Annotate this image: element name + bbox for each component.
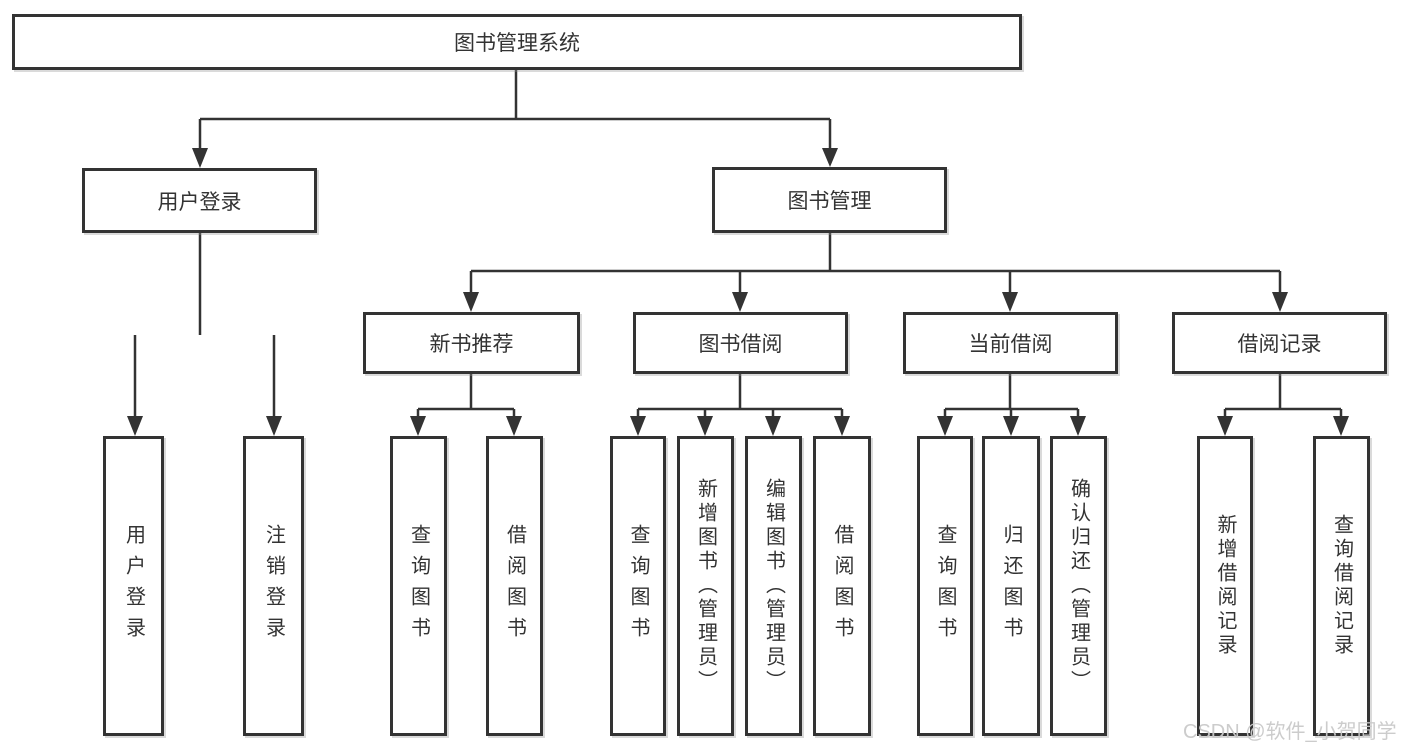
- node-label: 查询图书: [407, 524, 430, 648]
- leaf-add-borrow-record: 新增借阅记录: [1197, 436, 1253, 736]
- leaf-query-books-borrow: 查询图书: [610, 436, 666, 736]
- arrowhead-icon: [834, 416, 850, 436]
- leaf-borrow-books-borrow: 借阅图书: [813, 436, 871, 736]
- node-label: 图书借阅: [698, 333, 783, 356]
- node-current-borrow: 当前借阅: [903, 312, 1118, 374]
- node-book-borrow: 图书借阅: [633, 312, 848, 374]
- csdn-watermark: CSDN @软件_小贺同学: [1183, 721, 1397, 743]
- leaf-add-book-admin: 新增图书（管理员）: [677, 436, 734, 736]
- arrowhead-icon: [127, 416, 143, 436]
- node-label: 新书推荐: [429, 333, 514, 356]
- node-label: 当前借阅: [968, 333, 1053, 356]
- node-library-system: 图书管理系统: [12, 14, 1022, 70]
- node-label: 确认归还（管理员）: [1067, 478, 1090, 694]
- leaf-edit-book-admin: 编辑图书（管理员）: [745, 436, 802, 736]
- leaf-return-book: 归还图书: [982, 436, 1040, 736]
- leaf-query-borrow-record: 查询借阅记录: [1313, 436, 1370, 736]
- node-label: 借阅图书: [831, 524, 853, 648]
- node-label: 借阅记录: [1237, 333, 1322, 356]
- arrowhead-icon: [1002, 292, 1018, 312]
- arrowhead-icon: [732, 292, 748, 312]
- arrowhead-icon: [765, 416, 781, 436]
- leaf-logout: 注销登录: [243, 436, 304, 736]
- leaf-confirm-return-admin: 确认归还（管理员）: [1050, 436, 1107, 736]
- node-label: 新增借阅记录: [1214, 514, 1236, 658]
- leaf-query-books-recommend: 查询图书: [390, 436, 447, 736]
- arrowhead-icon: [697, 416, 713, 436]
- node-book-management: 图书管理: [712, 167, 947, 233]
- node-label: 用户登录: [157, 190, 242, 214]
- node-new-book-recommend: 新书推荐: [363, 312, 580, 374]
- arrowhead-icon: [1003, 416, 1019, 436]
- arrowhead-icon: [1272, 292, 1288, 312]
- leaf-borrow-books-recommend: 借阅图书: [486, 436, 543, 736]
- node-label: 编辑图书（管理员）: [762, 478, 785, 694]
- arrowhead-icon: [506, 416, 522, 436]
- node-label: 用户登录: [122, 524, 145, 648]
- node-label: 查询图书: [934, 524, 956, 648]
- arrowhead-icon: [630, 416, 646, 436]
- node-label: 图书管理: [787, 190, 872, 213]
- node-label: 查询借阅记录: [1330, 514, 1353, 658]
- node-label: 注销登录: [262, 524, 285, 648]
- arrowhead-icon: [822, 148, 838, 167]
- node-label: 新增图书（管理员）: [694, 478, 717, 694]
- node-label: 借阅图书: [503, 524, 526, 648]
- arrowhead-icon: [1333, 416, 1349, 436]
- arrowhead-icon: [410, 416, 426, 436]
- node-borrow-records: 借阅记录: [1172, 312, 1387, 374]
- arrowhead-icon: [1070, 416, 1086, 436]
- node-label: 图书管理系统: [454, 32, 580, 55]
- leaf-query-books-current: 查询图书: [917, 436, 973, 736]
- arrowhead-icon: [192, 148, 208, 168]
- node-user-login: 用户登录: [82, 168, 317, 233]
- connector-path: [133, 69, 1343, 418]
- arrowhead-icon: [266, 416, 282, 436]
- arrowhead-icon: [937, 416, 953, 436]
- arrowhead-icon: [463, 292, 479, 312]
- arrowhead-icon: [1217, 416, 1233, 436]
- leaf-user-login: 用户登录: [103, 436, 164, 736]
- node-label: 归还图书: [1000, 524, 1022, 648]
- node-label: 查询图书: [627, 524, 649, 648]
